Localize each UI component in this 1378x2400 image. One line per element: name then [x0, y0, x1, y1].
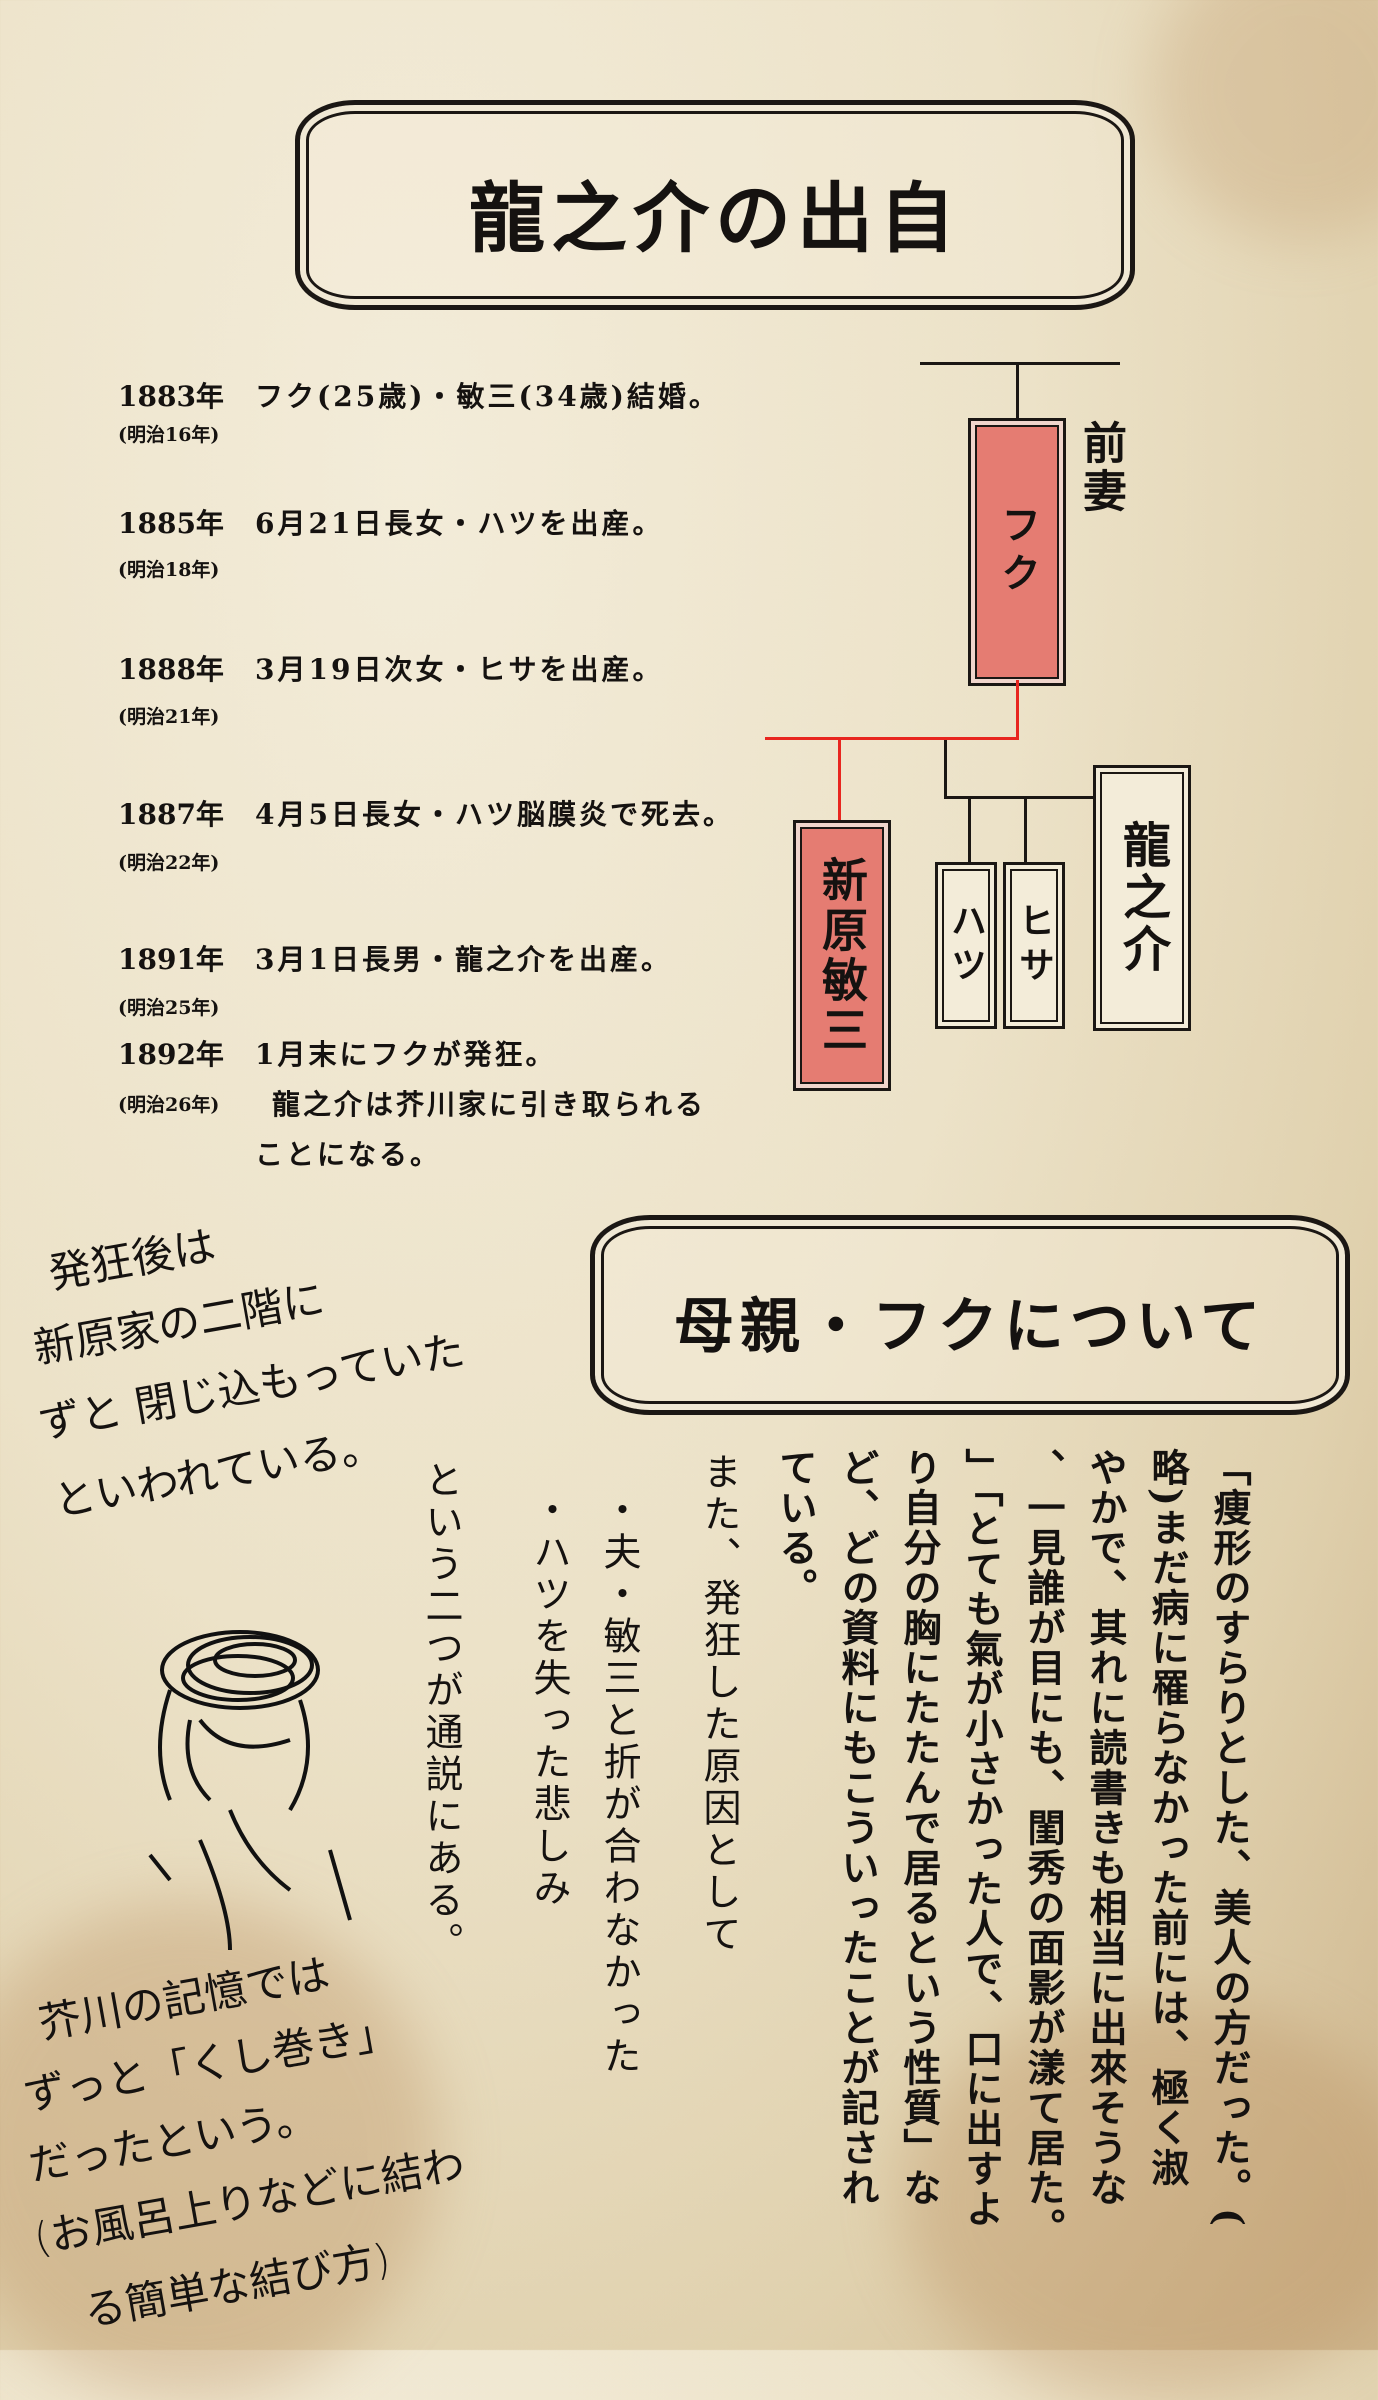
tree-line: [968, 796, 971, 862]
quote-column: 、一見誰が目にも、閨秀の面影が漾て居た。: [1021, 1448, 1066, 2248]
tree-line: [1024, 796, 1027, 862]
family-box-hisa: ヒサ: [1003, 862, 1065, 1029]
quote-column: 」「とても氣が小さかった人で、口に出すよ: [959, 1448, 1004, 2229]
section-title-origin: 龍之介の出自: [469, 174, 961, 263]
timeline-era: (明治26年): [118, 1094, 220, 1116]
family-box-ryunosuke: 龍之介: [1093, 765, 1191, 1031]
family-box-fuku: フク: [968, 418, 1066, 686]
quote-column: り自分の胸にたたんで居るという性質」な: [897, 1448, 942, 2208]
tree-line-red: [1016, 680, 1019, 738]
timeline-event: 龍之介は芥川家に引き取られる: [272, 1088, 707, 1121]
timeline-year: 1892年: [118, 1038, 224, 1071]
timeline-year: 1887年: [118, 798, 224, 831]
title-cartouche-mother: 母親・フクについて: [590, 1215, 1350, 1415]
tree-line: [1016, 362, 1019, 420]
tree-line-red: [838, 737, 841, 822]
timeline-era: (明治16年): [118, 424, 220, 446]
label-former-wife: 前妻: [1075, 420, 1126, 516]
timeline-event: 3月19日次女・ヒサを出産。: [255, 653, 664, 686]
tree-line: [944, 796, 1096, 799]
family-box-hatsu: ハツ: [935, 862, 997, 1029]
causes-intro: また、発狂した原因として: [697, 1452, 741, 1956]
cause-item: ・ハツを失った悲しみ: [527, 1490, 571, 1910]
quote-column: やかで、其れに読書きも相当に出來そうな: [1083, 1448, 1128, 2208]
timeline-year: 1883年: [118, 380, 224, 413]
timeline-era: (明治18年): [118, 559, 220, 581]
timeline-event: フク(25歳)・敏三(34歳)結婚。: [255, 380, 720, 413]
timeline-event: 6月21日長女・ハツを出産。: [255, 507, 664, 540]
sketch-woman-kushimaki-illustration: [148, 1630, 352, 1950]
timeline-year: 1888年: [118, 653, 224, 686]
cause-item: ・夫・敏三と折が合わなかった: [597, 1490, 641, 2078]
timeline-year: 1885年: [118, 507, 224, 540]
tree-line: [920, 362, 1120, 365]
timeline-era: (明治22年): [118, 852, 220, 874]
tree-line-red: [765, 737, 1019, 740]
timeline-event: 1月末にフクが発狂。: [255, 1038, 557, 1071]
title-cartouche-origin: 龍之介の出自: [295, 100, 1135, 310]
timeline-year: 1891年: [118, 943, 224, 976]
quote-column: ど、どの資料にもこういったことが記され: [835, 1448, 880, 2208]
section-title-mother: 母親・フクについて: [673, 1292, 1267, 1362]
timeline-event: 4月5日長女・ハツ脳膜炎で死去。: [255, 798, 734, 831]
causes-outro: という二つが通説にある。: [419, 1460, 463, 1964]
quote-column: 略)まだ病に罹らなかった前には、極く淑: [1145, 1448, 1190, 2188]
family-box-toshizo: 新原敏三: [793, 820, 891, 1091]
timeline-era: (明治25年): [118, 997, 220, 1019]
timeline-event: ことになる。: [255, 1138, 442, 1171]
timeline-era: (明治21年): [118, 706, 220, 728]
quote-text: 「痩形のすらりとした、美人の方だった。( 略)まだ病に罹らなかった前には、極く淑…: [764, 1448, 1260, 2318]
quote-column: 「痩形のすらりとした、美人の方だった。(: [1207, 1448, 1252, 2228]
hand-note-line: 発狂後は: [45, 1220, 219, 1299]
timeline-event: 3月1日長男・龍之介を出産。: [255, 943, 672, 976]
quote-column: ている。: [773, 1448, 818, 1608]
tree-line: [944, 740, 947, 798]
